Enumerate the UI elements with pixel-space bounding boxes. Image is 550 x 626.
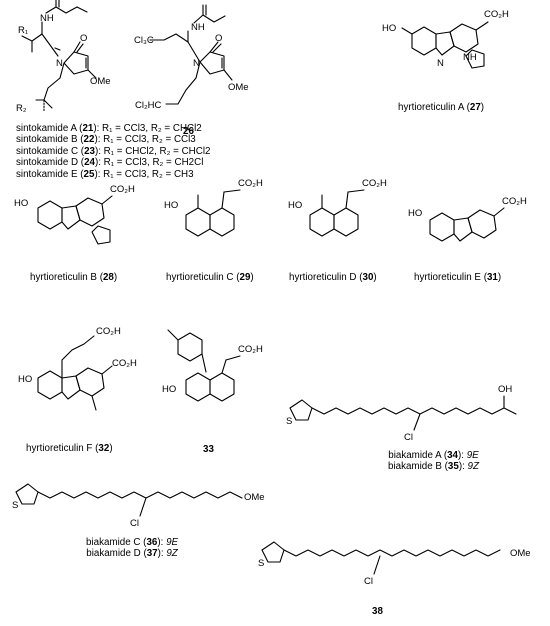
ccl3-label: Cl₃C <box>134 35 154 46</box>
ome-label-26: OMe <box>228 82 249 93</box>
ome-label: OMe <box>90 76 111 87</box>
ho-label-31: HO <box>408 208 422 219</box>
s-label-ab: S <box>286 416 292 427</box>
ome-label-38: OMe <box>510 548 531 559</box>
ho-label-29: HO <box>164 200 178 211</box>
biakamide-cd-structure <box>15 483 243 517</box>
n-label-26: N <box>193 58 200 69</box>
hyrtioreticulin-f-label: hyrtioreticulin F (32) <box>26 443 113 454</box>
compound-33-structure <box>167 329 241 402</box>
o-label: O <box>80 33 87 44</box>
nh-label-27: N <box>437 58 444 69</box>
sintokamide-structure <box>21 0 97 113</box>
r1-label: R₁ <box>18 25 28 36</box>
cl-label-ab: Cl <box>404 432 413 443</box>
sintokamide-line: sintokamide A (21): R₁ = CCl3, R₂ = CHCl… <box>16 123 202 134</box>
cl-label-38: Cl <box>364 576 373 587</box>
oh-label-ab: OH <box>498 384 512 395</box>
ho-label-30: HO <box>288 200 302 211</box>
nh2-label-27: NH <box>463 52 477 63</box>
co2h-label-28: CO₂H <box>110 184 135 195</box>
nh-label-26: NH <box>191 22 205 33</box>
hyrtioreticulin-a-structure <box>401 21 489 69</box>
compound-33-label: 33 <box>203 444 214 455</box>
sintokamide-line: sintokamide E (25): R₁ = CCl3, R₂ = CH3 <box>16 168 194 180</box>
hyrtioreticulin-c-label: hyrtioreticulin C (29) <box>166 272 254 283</box>
hyrtioreticulin-d-structure <box>309 189 365 237</box>
hyrtioreticulin-e-label: hyrtioreticulin E (31) <box>414 272 502 283</box>
compound-38-structure <box>261 541 501 575</box>
compound-26-structure <box>149 4 233 105</box>
ho-label-27: HO <box>382 23 396 34</box>
co2h-label-31: CO₂H <box>502 196 527 207</box>
compound-38-label: 38 <box>372 606 383 617</box>
compound-26-label: 26 <box>183 126 194 137</box>
biakamide-ab-label: biakamide A (34): 9E biakamide B (35): 9… <box>388 450 479 473</box>
sintokamide-line: sintokamide C (23): R₁ = CHCl2, R₂ = CHC… <box>16 145 211 157</box>
biakamide-cd-label: biakamide C (36): 9E biakamide D (37): 9… <box>86 537 179 560</box>
s-label-cd: S <box>12 500 18 511</box>
ho-label-33: HO <box>162 384 176 395</box>
co2h-label-32b: CO₂H <box>112 358 137 369</box>
nh-label: NH <box>40 13 54 24</box>
ho-label-32: HO <box>18 374 32 385</box>
co2h-label-27: CO₂H <box>484 9 509 20</box>
biakamide-ab-structure <box>289 395 517 431</box>
r2-label: R₂ <box>16 103 27 114</box>
cl-label-cd: Cl <box>130 518 139 529</box>
hyrtioreticulin-f-structure <box>37 335 113 411</box>
hyrtioreticulin-e-structure <box>429 207 505 242</box>
o-label-26: O <box>215 33 222 44</box>
hyrtioreticulin-b-structure <box>37 195 113 245</box>
ho-label-28: HO <box>14 198 28 209</box>
n-label: N <box>56 58 63 69</box>
cl2hc-label: Cl₂HC <box>135 100 162 111</box>
ome-label-cd: OMe <box>244 492 265 503</box>
sintokamide-line: sintokamide D (24): R₁ = CCl3, R₂ = CH2C… <box>16 157 204 169</box>
hyrtioreticulin-b-label: hyrtioreticulin B (28) <box>30 272 118 283</box>
hyrtioreticulin-a-label: hyrtioreticulin A (27) <box>398 102 485 113</box>
co2h-label-29: CO₂H <box>238 178 263 189</box>
co2h-label-30: CO₂H <box>362 178 387 189</box>
hyrtioreticulin-d-label: hyrtioreticulin D (30) <box>289 272 377 283</box>
hyrtioreticulin-c-structure <box>185 189 241 237</box>
co2h-label-32a: CO₂H <box>96 326 121 337</box>
s-label-38: S <box>258 558 264 569</box>
sintokamide-legend: sintokamide A (21): R₁ = CCl3, R₂ = CHCl… <box>16 123 210 180</box>
sintokamide-line: sintokamide B (22): R₁ = CCl3, R₂ = CCl3 <box>16 134 196 146</box>
co2h-label-33: CO₂H <box>238 344 263 355</box>
